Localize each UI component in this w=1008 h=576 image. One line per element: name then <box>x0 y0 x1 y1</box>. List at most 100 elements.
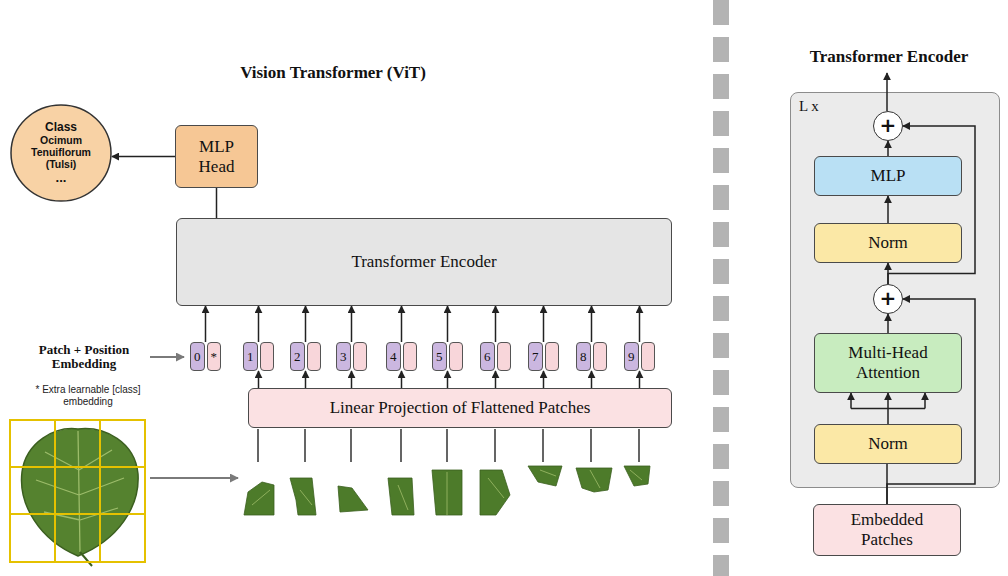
position-embedding: 8 <box>576 342 591 371</box>
connector <box>887 141 889 156</box>
box-label: MLP Head <box>187 137 247 176</box>
class-marker: * <box>211 349 218 365</box>
position-embedding: 3 <box>336 342 351 371</box>
token-embedding: 1 <box>243 342 274 371</box>
connector <box>447 306 449 342</box>
connector <box>639 371 641 388</box>
position-number: 6 <box>484 349 491 365</box>
connector <box>351 306 353 342</box>
image-patches <box>244 466 650 515</box>
class-text: Ocimum Tenuiflorum (Tulsi) <box>21 134 101 170</box>
connector <box>401 306 403 342</box>
connector <box>351 371 353 388</box>
connector <box>205 306 207 342</box>
connector <box>258 371 260 388</box>
box-label: Multi-Head Attention <box>828 343 948 382</box>
box-label: Transformer Encoder <box>351 252 496 272</box>
operator-symbol: + <box>880 288 897 308</box>
position-number: 0 <box>194 349 201 365</box>
ellipse-shape <box>11 105 111 201</box>
connector-branch <box>887 393 889 409</box>
class-text: ... <box>56 171 67 186</box>
connector-branch <box>924 393 926 409</box>
connector <box>887 314 889 333</box>
output-arrow <box>886 73 888 111</box>
position-number: 5 <box>436 349 443 365</box>
box-label: Norm <box>868 434 908 454</box>
connector <box>216 188 218 218</box>
patch-feed-lines <box>258 429 639 462</box>
position-embedding: 5 <box>432 342 447 371</box>
position-embedding: 4 <box>386 342 401 371</box>
position-number: 3 <box>340 349 347 365</box>
figure-title: Vision Transformer (ViT) <box>150 63 516 83</box>
connector <box>112 156 175 158</box>
patch-embedding <box>403 342 418 371</box>
block-heading: Transformer Encoder <box>779 47 999 67</box>
position-embedding: 1 <box>243 342 258 371</box>
connector <box>495 306 497 342</box>
label-pointer-arrow <box>150 356 184 358</box>
token-embedding: 5 <box>432 342 463 371</box>
connector <box>639 306 641 342</box>
mlp-box: MLP <box>814 156 962 196</box>
position-embedding: 0 <box>190 342 205 371</box>
patch-grid <box>10 420 145 562</box>
connector <box>887 196 889 223</box>
position-number: 7 <box>532 349 539 365</box>
patch-embedding <box>353 342 368 371</box>
patch-embedding: * <box>207 342 222 371</box>
leaf-to-patches-arrow <box>150 477 238 479</box>
patch-embedding <box>641 342 656 371</box>
connector <box>591 306 593 342</box>
connector <box>258 306 260 342</box>
connector <box>591 371 593 388</box>
connector-branch <box>850 393 852 409</box>
class-output-ellipse: ClassOcimum Tenuiflorum (Tulsi)... <box>10 104 112 202</box>
token-embedding: 6 <box>480 342 511 371</box>
position-number: 4 <box>390 349 397 365</box>
box-label: MLP <box>871 166 906 186</box>
connector <box>305 306 307 342</box>
footnote-label: * Extra learnable [class] embedding <box>28 384 148 407</box>
token-embedding: 7 <box>528 342 559 371</box>
encoder-block-frame: Transformer EncoderL x+MLPNorm+Multi-Hea… <box>790 92 1000 488</box>
connector <box>447 371 449 388</box>
position-embedding: 2 <box>290 342 305 371</box>
connector <box>495 371 497 388</box>
token-embedding: 2 <box>290 342 321 371</box>
class-heading: Class <box>45 121 77 135</box>
encoder-box: Transformer Encoder <box>176 218 672 306</box>
token-embedding: 0* <box>190 342 221 371</box>
projection-box: Linear Projection of Flattened Patches <box>248 388 672 428</box>
position-number: 9 <box>628 349 635 365</box>
position-embedding: 7 <box>528 342 543 371</box>
repeat-label: L x <box>799 98 819 115</box>
token-embedding: 8 <box>576 342 607 371</box>
add-circle: + <box>873 111 903 141</box>
box-label: Linear Projection of Flattened Patches <box>330 398 591 418</box>
separator-dashes <box>713 0 729 576</box>
patch-embedding <box>260 342 275 371</box>
add-circle: + <box>873 284 903 314</box>
position-number: 8 <box>580 349 587 365</box>
connector <box>305 371 307 388</box>
patch-embedding <box>307 342 322 371</box>
mlp-head-box: MLP Head <box>175 125 258 188</box>
box-label: Embedded Patches <box>832 510 942 549</box>
connector <box>543 306 545 342</box>
patch-veins <box>252 470 642 515</box>
patch-embedding <box>545 342 560 371</box>
position-embedding: 9 <box>624 342 639 371</box>
embedding-label: Patch + Position Embedding <box>20 343 148 372</box>
attention-box: Multi-Head Attention <box>814 333 962 393</box>
token-embedding: 9 <box>624 342 655 371</box>
norm-box: Norm <box>814 223 962 263</box>
patch-embedding <box>449 342 464 371</box>
leaf-image <box>22 429 139 566</box>
norm-box: Norm <box>814 424 962 464</box>
position-embedding: 6 <box>480 342 495 371</box>
box-label: Norm <box>868 233 908 253</box>
patch-embedding <box>593 342 608 371</box>
connector <box>401 371 403 388</box>
